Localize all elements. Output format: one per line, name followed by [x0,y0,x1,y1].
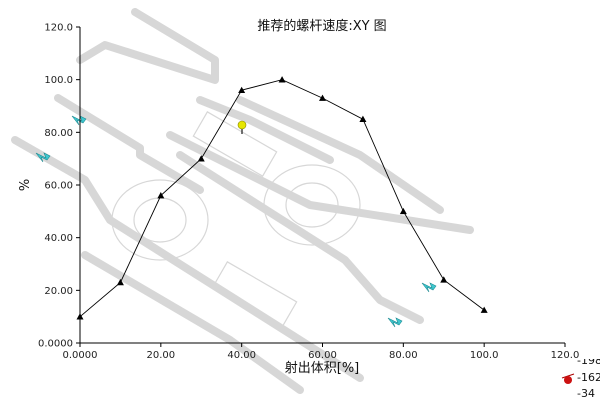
y-axis-title: % [18,179,33,191]
triad-label: -162 [577,371,600,384]
runner-path-upper-mid [196,96,334,164]
triad-partial-label: -198 [577,354,600,367]
y-tick-label: 20.00 [44,286,73,297]
data-point-marker [359,115,367,122]
gate-arrow-icon [421,282,437,293]
data-point-marker [319,94,326,101]
x-axis-title: 射出体积[%] [285,360,360,376]
mold-model-background [11,8,474,394]
data-point-marker [238,86,246,93]
y-tick-label: 80.00 [44,128,73,139]
runner-path-far-right [236,96,444,214]
runner-path-right [176,151,424,324]
data-point-marker [440,276,448,283]
data-point-marker [480,306,488,313]
data-point-marker [278,76,286,83]
data-point-marker [76,313,84,320]
runner-path-bottom [81,251,304,394]
gate-arrow-icon [387,317,403,328]
y-tick-label: 100.0 [44,75,73,86]
orientation-triad: -198 -162 -34 [561,354,600,400]
x-tick-label: 120.0 [551,350,580,361]
x-tick-label: 0.0000 [63,350,98,361]
chart-title: 推荐的螺杆速度:XY 图 [257,18,386,34]
runner-path-top [76,8,219,84]
runner-path-left [54,94,204,194]
y-tick-label: 120.0 [44,23,73,34]
x-axis-ticks: 0.0000 20.00 40.00 60.00 80.00 100.0 120.0 [63,343,580,361]
y-tick-label: 0.0000 [38,339,73,350]
y-axis-ticks: 0.0000 20.00 40.00 60.00 80.00 100.0 120.0 [38,23,80,350]
x-tick-label: 20.00 [147,350,176,361]
x-tick-label: 100.0 [470,350,499,361]
data-point-marker [399,207,407,215]
series-markers [76,76,488,320]
insert-lower [212,261,298,327]
triad-label: -34 [577,387,595,400]
cavity-right-inner [285,182,339,228]
cavity-right [263,164,361,246]
x-tick-label: 80.00 [389,350,418,361]
injection-point-icon [237,120,247,134]
gate-arrow-icon [35,152,51,163]
gate-arrows [35,115,437,328]
y-tick-label: 60.00 [44,181,73,192]
y-tick-label: 40.00 [44,233,73,244]
data-point-marker [197,155,205,162]
data-point-marker [116,278,124,286]
runner-path-middle [166,131,474,234]
x-tick-label: 40.00 [227,350,256,361]
data-point-marker [157,192,165,199]
cavity-left [111,179,209,261]
gate-arrow-icon [71,115,87,126]
triad-origin-icon [564,376,572,384]
x-tick-label: 60.00 [308,350,337,361]
